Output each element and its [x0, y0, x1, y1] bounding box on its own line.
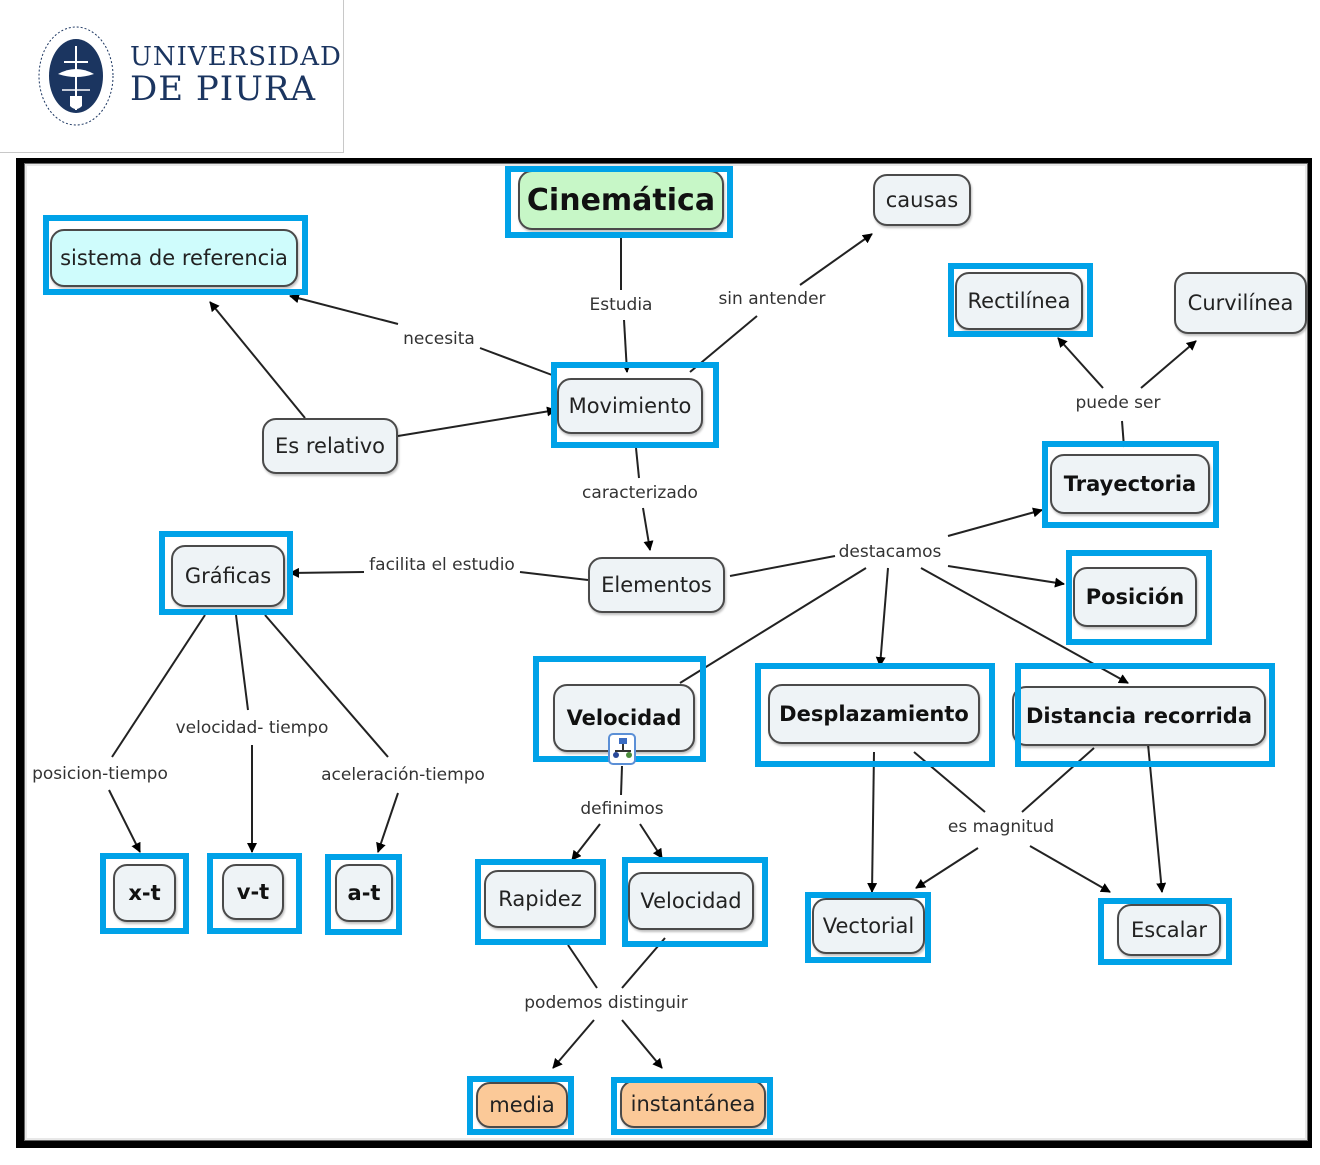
- edge-definimos-rapidez: [571, 823, 601, 861]
- edge-movimiento-sinantender: [689, 315, 758, 373]
- edge-aceleraciontiempo-at: [376, 792, 399, 853]
- node-rapidez[interactable]: Rapidez: [484, 870, 596, 928]
- edge-estudia-movimiento: [621, 319, 632, 373]
- edge-destacamos-trayectoria: [947, 507, 1043, 537]
- link-label-podemos-distinguir: podemos distinguir: [522, 993, 690, 1013]
- node-es-relativo[interactable]: Es relativo: [262, 418, 398, 474]
- node-elementos[interactable]: Elementos: [588, 557, 725, 613]
- node-vectorial[interactable]: Vectorial: [812, 898, 925, 954]
- edge-graficas-aceleraciontiempo: [264, 614, 389, 758]
- node-v-t[interactable]: v-t: [222, 864, 284, 920]
- edge-graficas-velocidadtiempo: [235, 614, 249, 711]
- submap-link-icon[interactable]: [608, 733, 636, 765]
- edge-desplazamiento-esmagnitud: [913, 751, 986, 813]
- edge-podemos-media: [552, 1019, 595, 1069]
- link-label-es-magnitud: es magnitud: [945, 817, 1057, 837]
- node-graficas[interactable]: Gráficas: [171, 545, 285, 607]
- link-label-estudia: Estudia: [587, 295, 655, 315]
- link-label-definimos: definimos: [578, 799, 666, 819]
- link-label-velocidad-tiempo: velocidad- tiempo: [173, 718, 331, 738]
- node-sistema-de-referencia[interactable]: sistema de referencia: [50, 229, 298, 287]
- edge-esmagnitud-escalar: [1029, 845, 1111, 893]
- node-x-t[interactable]: x-t: [113, 864, 176, 922]
- edge-sinantender-causas: [799, 233, 873, 286]
- edge-elementos-destacamos: [729, 555, 836, 577]
- node-rectilinea[interactable]: Rectilínea: [955, 272, 1083, 330]
- concept-map-frame: [16, 158, 1312, 1148]
- node-a-t[interactable]: a-t: [335, 864, 393, 922]
- edge-rapidez-podemos: [567, 944, 598, 989]
- edge-necesita-sistema: [289, 293, 399, 325]
- edge-definimos-velocidad2: [639, 823, 663, 859]
- edge-elementos-facilita: [519, 571, 589, 581]
- link-label-facilita: facilita el estudio: [367, 555, 517, 575]
- node-distancia-recorrida[interactable]: Distancia recorrida: [1012, 686, 1266, 746]
- edge-podemos-instantanea: [621, 1019, 663, 1069]
- edge-puedeser-rectilinea: [1057, 337, 1104, 389]
- edge-distancia-esmagnitud: [1021, 747, 1095, 813]
- link-label-caracterizado: caracterizado: [580, 483, 700, 503]
- node-velocidad-definida[interactable]: Velocidad: [628, 872, 754, 930]
- node-trayectoria[interactable]: Trayectoria: [1050, 454, 1210, 514]
- edge-graficas-posiciontiempo: [111, 614, 206, 758]
- node-movimiento[interactable]: Movimiento: [557, 378, 703, 434]
- node-media[interactable]: media: [476, 1082, 568, 1128]
- university-logo: UNIVERSIDAD DE PIURA: [0, 0, 344, 153]
- edge-distancia-escalar: [1147, 743, 1167, 893]
- edge-puedeser-curvilinea: [1140, 340, 1197, 389]
- link-label-sin-antender: sin antender: [716, 289, 828, 309]
- node-instantanea[interactable]: instantánea: [620, 1080, 766, 1128]
- edge-destacamos-posicion: [947, 565, 1065, 588]
- edge-esrelativo-movimiento: [397, 406, 557, 437]
- edge-trayectoria-puedeser: [1121, 420, 1125, 448]
- university-seal-icon: [38, 26, 114, 126]
- node-escalar[interactable]: Escalar: [1117, 904, 1221, 956]
- link-label-destacamos: destacamos: [836, 542, 944, 562]
- edge-velocidad-definimos: [620, 765, 623, 796]
- edge-facilita-graficas: [289, 567, 365, 578]
- edge-caracterizado-elementos: [642, 507, 654, 551]
- university-name: UNIVERSIDAD DE PIURA: [130, 44, 342, 106]
- node-curvilinea[interactable]: Curvilínea: [1174, 272, 1307, 334]
- edge-movimiento-necesita: [479, 347, 553, 376]
- link-label-necesita: necesita: [401, 329, 477, 349]
- edge-destacamos-velocidad: [679, 567, 867, 684]
- node-velocidad[interactable]: Velocidad: [553, 684, 695, 752]
- link-label-aceleracion-tiempo: aceleración-tiempo: [319, 765, 487, 785]
- edge-movimiento-caracterizado: [635, 447, 640, 479]
- concept-map-canvas: [24, 163, 1308, 1141]
- node-posicion[interactable]: Posición: [1073, 567, 1197, 627]
- link-label-puede-ser: puede ser: [1073, 393, 1163, 413]
- node-cinematica[interactable]: Cinemática: [518, 170, 724, 230]
- logo-line2: DE PIURA: [130, 69, 317, 109]
- link-label-posicion-tiempo: posicion-tiempo: [30, 764, 170, 784]
- edge-esmagnitud-vectorial: [915, 847, 979, 889]
- node-causas[interactable]: causas: [873, 174, 971, 226]
- edge-desplazamiento-vectorial: [867, 751, 878, 893]
- node-desplazamiento[interactable]: Desplazamiento: [768, 684, 980, 744]
- edge-destacamos-desplazamiento: [875, 567, 889, 667]
- logo-line1: UNIVERSIDAD: [130, 42, 342, 72]
- edge-esrelativo-sistema: [209, 301, 306, 419]
- edge-velocidad2-podemos: [621, 937, 666, 989]
- edge-posiciontiempo-xt: [108, 789, 141, 853]
